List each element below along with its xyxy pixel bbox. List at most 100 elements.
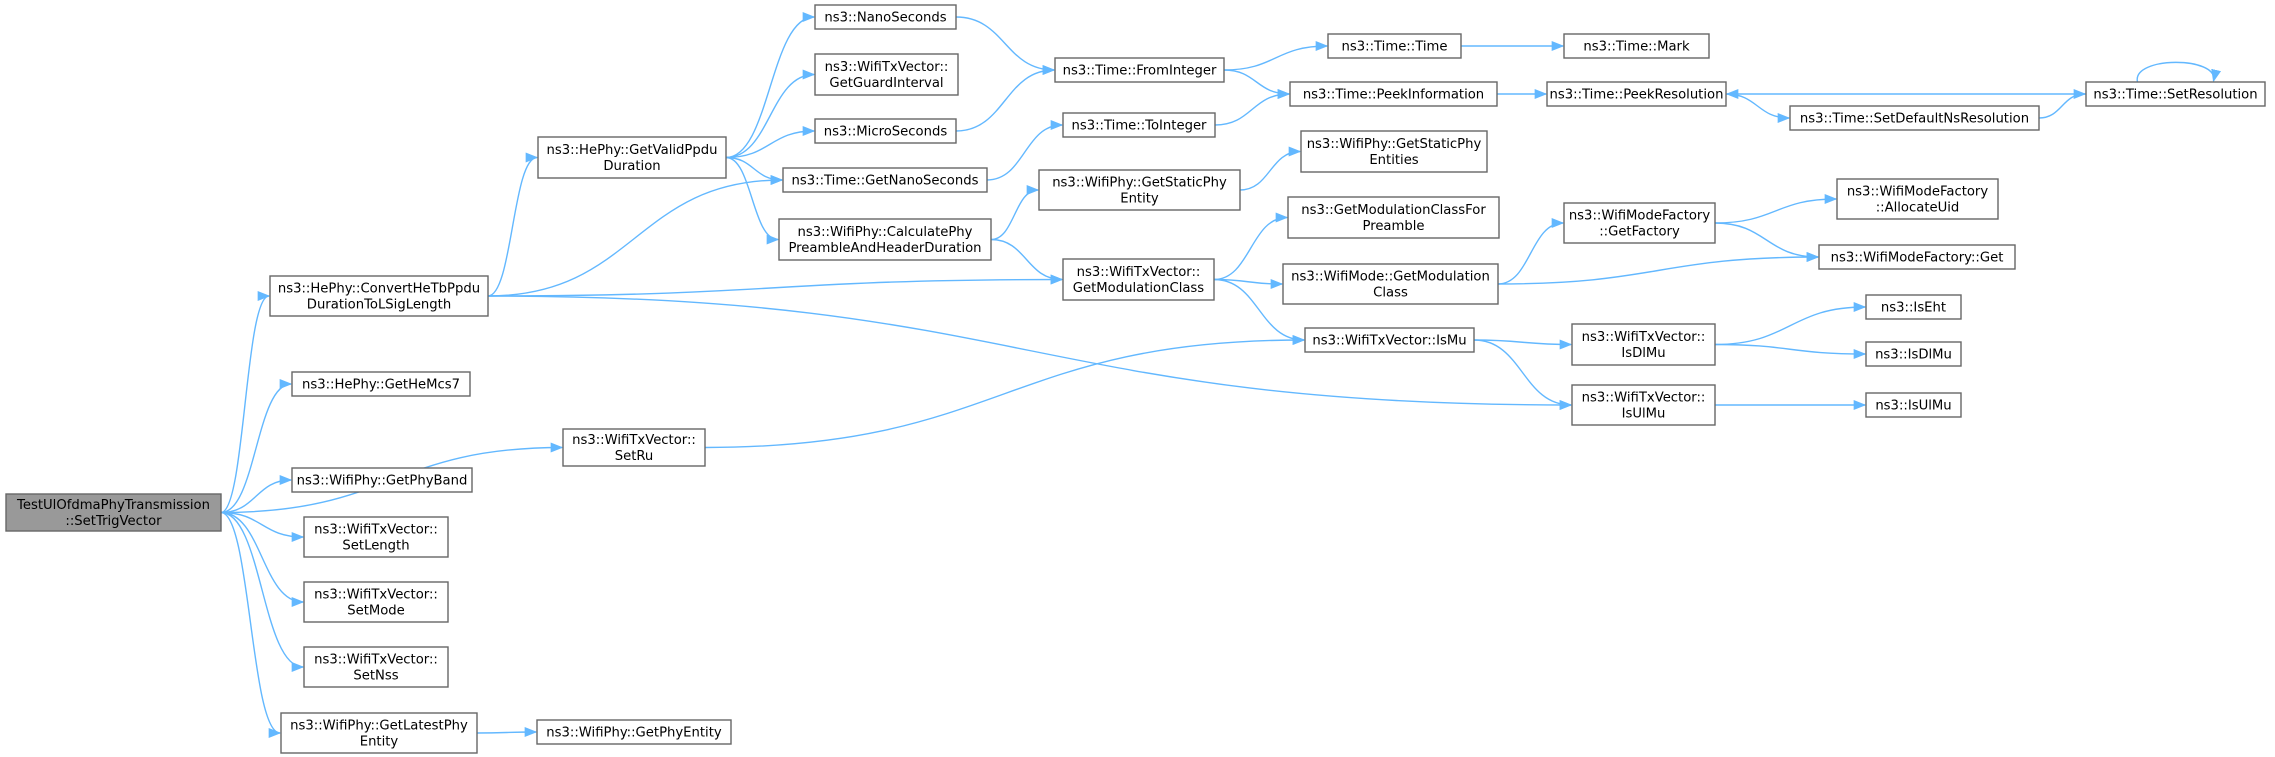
node-label-line: ns3::Time::SetResolution — [2093, 88, 2257, 103]
node-setResolution[interactable]: ns3::Time::SetResolution — [2085, 81, 2266, 107]
node-nsIsDlMu[interactable]: ns3::IsDlMu — [1865, 341, 1962, 367]
node-isUlMu[interactable]: ns3::WifiTxVector::IsUlMu — [1571, 384, 1716, 426]
node-setRu[interactable]: ns3::WifiTxVector::SetRu — [562, 428, 706, 467]
node-label-line: ns3::Time::GetNanoSeconds — [792, 174, 979, 189]
node-box — [1865, 294, 1962, 320]
node-box — [1563, 202, 1716, 244]
node-box — [537, 136, 727, 179]
node-label-line: ns3::Time::SetDefaultNsResolution — [1800, 112, 2029, 127]
node-peekResolution[interactable]: ns3::Time::PeekResolution — [1546, 81, 1727, 107]
node-convertHeTb[interactable]: ns3::HePhy::ConvertHeTbPpduDurationToLSi… — [269, 275, 489, 317]
node-microSeconds[interactable]: ns3::MicroSeconds — [814, 118, 957, 144]
node-label-line: ns3::WifiModeFactory — [1847, 185, 1989, 200]
node-getFactory[interactable]: ns3::WifiModeFactory::GetFactory — [1563, 202, 1716, 244]
node-box — [2085, 81, 2266, 107]
node-label-line: IsUlMu — [1622, 407, 1666, 422]
node-box — [1287, 196, 1500, 239]
node-label-line: ns3::Time::PeekInformation — [1303, 88, 1484, 103]
edge-toInteger-to-peekInformation — [1214, 88, 1291, 126]
node-label-line: ns3::GetModulationClassFor — [1301, 203, 1486, 218]
node-getPhyEntity[interactable]: ns3::WifiPhy::GetPhyEntity — [536, 719, 732, 745]
node-fromInteger[interactable]: ns3::Time::FromInteger — [1054, 57, 1225, 83]
node-label-line: Entity — [360, 735, 399, 750]
node-label-line: ns3::WifiTxVector::IsMu — [1312, 334, 1466, 349]
edge-convertHeTb-to-getNanoSeconds — [487, 174, 784, 297]
node-label-line: SetLength — [342, 539, 409, 554]
node-label-line: ns3::IsDlMu — [1875, 348, 1952, 363]
node-label-line: ns3::WifiTxVector:: — [1582, 391, 1706, 406]
node-nsIsUlMu[interactable]: ns3::IsUlMu — [1865, 392, 1962, 418]
node-getGuardInterval[interactable]: ns3::WifiTxVector::GetGuardInterval — [814, 53, 959, 96]
node-isEht[interactable]: ns3::IsEht — [1865, 294, 1962, 320]
edge-getValidPpdu-to-microSeconds — [725, 125, 816, 159]
node-peekInformation[interactable]: ns3::Time::PeekInformation — [1289, 81, 1498, 107]
edge-fromInteger-to-timeTime — [1223, 40, 1329, 71]
node-toInteger[interactable]: ns3::Time::ToInteger — [1062, 112, 1216, 138]
node-label-line: ns3::WifiTxVector:: — [825, 60, 949, 75]
node-factoryGet[interactable]: ns3::WifiModeFactory::Get — [1818, 244, 2016, 270]
node-box — [291, 467, 473, 493]
node-label-line: ns3::Time::PeekResolution — [1550, 88, 1724, 103]
node-modeGetModClass[interactable]: ns3::WifiMode::GetModulationClass — [1282, 263, 1499, 305]
node-box — [280, 712, 478, 754]
node-label-line: ns3::Time::FromInteger — [1063, 64, 1217, 79]
node-label-line: ::SetTrigVector — [65, 514, 162, 529]
node-box — [778, 218, 992, 261]
node-label-line: ns3::WifiTxVector:: — [314, 588, 438, 603]
edge-convertHeTb-to-isUlMu — [487, 295, 1573, 411]
node-timeTime[interactable]: ns3::Time::Time — [1327, 33, 1462, 59]
edge-root-to-setNss — [220, 511, 305, 672]
node-isDlMu[interactable]: ns3::WifiTxVector::IsDlMu — [1571, 323, 1716, 366]
edge-modeGetModClass-to-factoryGet — [1497, 251, 1820, 285]
node-nanoSeconds[interactable]: ns3::NanoSeconds — [814, 4, 957, 30]
node-setDefaultNsRes[interactable]: ns3::Time::SetDefaultNsResolution — [1789, 105, 2040, 131]
node-box — [1818, 244, 2016, 270]
node-box — [1563, 33, 1710, 59]
edge-getValidPpdu-to-nanoSeconds — [725, 11, 816, 159]
node-getNanoSeconds[interactable]: ns3::Time::GetNanoSeconds — [782, 167, 988, 193]
node-box — [303, 581, 449, 623]
edge-setDefaultNsRes-to-setResolution — [2038, 88, 2087, 119]
node-label-line: ns3::HePhy::ConvertHeTbPpdu — [278, 282, 480, 297]
node-calcPreamble[interactable]: ns3::WifiPhy::CalculatePhyPreambleAndHea… — [778, 218, 992, 261]
node-label-line: ns3::WifiPhy::CalculatePhy — [798, 225, 973, 240]
edge-isDlMu-to-nsIsDlMu — [1714, 343, 1867, 360]
node-isMu[interactable]: ns3::WifiTxVector::IsMu — [1304, 327, 1475, 353]
node-setMode[interactable]: ns3::WifiTxVector::SetMode — [303, 581, 449, 623]
node-label-line: DurationToLSigLength — [307, 298, 451, 313]
edge-convertHeTb-to-getModClass — [487, 274, 1064, 297]
node-getPhyBand[interactable]: ns3::WifiPhy::GetPhyBand — [291, 467, 473, 493]
node-timeMark[interactable]: ns3::Time::Mark — [1563, 33, 1710, 59]
node-label-line: GetModulationClass — [1073, 281, 1205, 296]
node-label-line: ns3::Time::ToInteger — [1072, 119, 1208, 134]
node-root[interactable]: TestUlOfdmaPhyTransmission::SetTrigVecto… — [5, 493, 222, 532]
node-getModClass[interactable]: ns3::WifiTxVector::GetModulationClass — [1062, 258, 1215, 301]
node-getHeMcs7[interactable]: ns3::HePhy::GetHeMcs7 — [291, 371, 471, 397]
node-label-line: Duration — [603, 159, 660, 174]
node-label-line: ns3::Time::Mark — [1583, 40, 1690, 55]
node-box — [1327, 33, 1462, 59]
node-box — [1546, 81, 1727, 107]
node-setNss[interactable]: ns3::WifiTxVector::SetNss — [303, 646, 449, 688]
node-allocateUid[interactable]: ns3::WifiModeFactory::AllocateUid — [1836, 178, 1999, 220]
node-label-line: SetNss — [353, 669, 398, 684]
node-box — [1054, 57, 1225, 83]
node-box — [1571, 384, 1716, 426]
node-label-line: ns3::HePhy::GetValidPpdu — [547, 143, 718, 158]
node-box — [1304, 327, 1475, 353]
nodes-layer: TestUlOfdmaPhyTransmission::SetTrigVecto… — [5, 4, 2266, 754]
edge-fromInteger-to-peekInformation — [1223, 69, 1291, 100]
node-label-line: ns3::WifiTxVector:: — [314, 523, 438, 538]
edge-modeGetModClass-to-getFactory — [1497, 217, 1565, 285]
edges-layer — [220, 11, 2222, 738]
edge-setResolution-to-setResolution — [2136, 61, 2222, 83]
edge-calcPreamble-to-getModClass — [990, 238, 1064, 285]
node-box — [536, 719, 732, 745]
node-setLength[interactable]: ns3::WifiTxVector::SetLength — [303, 516, 449, 558]
edge-getFactory-to-allocateUid — [1714, 193, 1838, 224]
